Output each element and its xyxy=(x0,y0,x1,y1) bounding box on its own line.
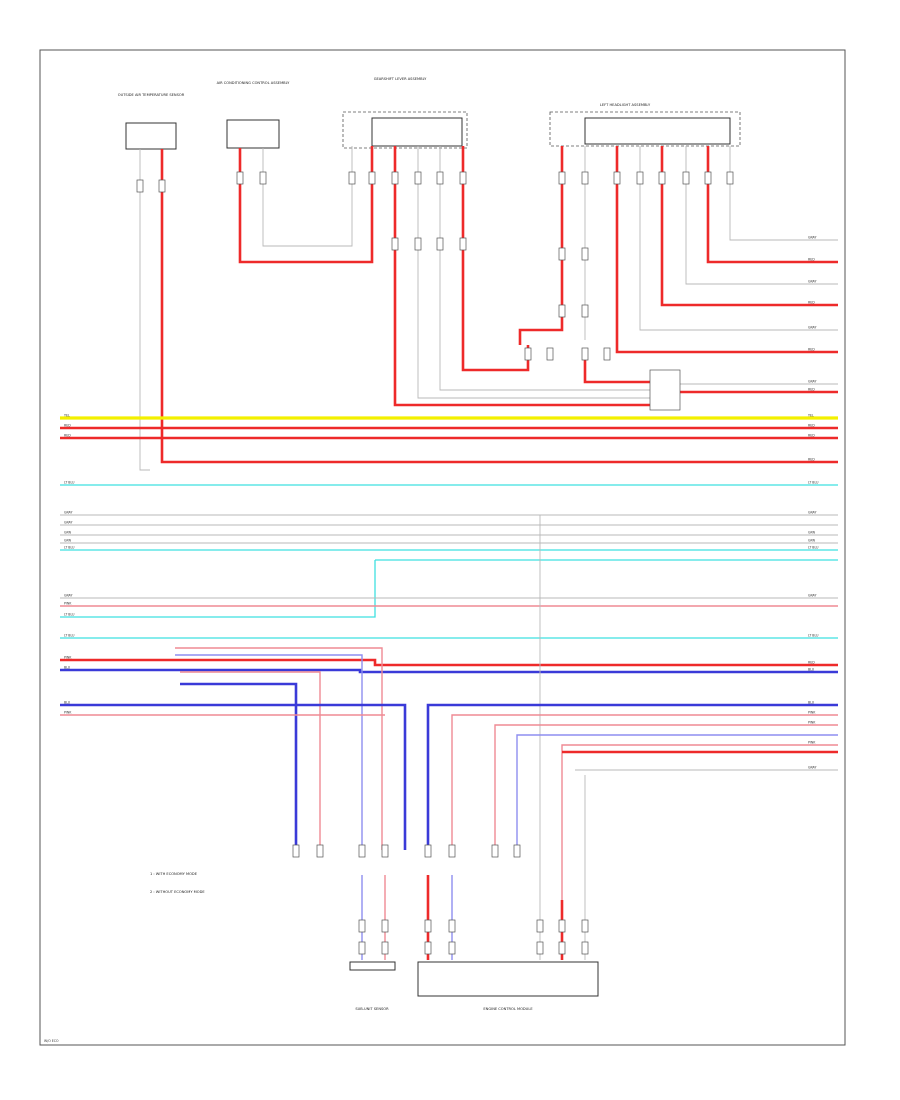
component-engine-ecm-label: ENGINE CONTROL MODULE xyxy=(483,1007,533,1011)
component-left-headlight-label: LEFT HEADLIGHT ASSEMBLY xyxy=(600,103,651,107)
component-left-sensor[interactable]: OUTSIDE AIR TEMPERATURE SENSOR xyxy=(118,93,185,150)
right-wire-tag: GRAY xyxy=(808,236,816,240)
diagram-border xyxy=(39,49,846,1046)
right-wire-tag: GRAY xyxy=(808,594,816,598)
left-wire-tag: GRAY xyxy=(64,594,72,598)
right-wire-tag: LT BLU xyxy=(808,634,819,638)
left-wire-tag: LT BLU xyxy=(64,634,75,638)
left-wire-tag: BLU xyxy=(64,666,71,670)
left-wire-tag: RED xyxy=(64,434,71,438)
connector-marks xyxy=(136,171,734,955)
legend-item-1: 1 : WITH ECONOMY MODE xyxy=(150,872,198,876)
left-wire-tag: PINK xyxy=(64,602,72,606)
right-wire-tags: GRAY RED GRAY RED GRAY RED GRAY RED YEL RED RED RED… xyxy=(808,236,819,770)
left-wire-tag: PINK xyxy=(64,656,72,660)
footer-label: W/O ECO xyxy=(44,1039,59,1043)
right-wire-tag: BLU xyxy=(808,668,815,672)
left-wire-tags: YEL RED RED LT BLU GRAY GRAY GRN GRN LT BLU GRAY P… xyxy=(64,414,75,715)
lower-wires xyxy=(60,647,838,960)
component-gearshift-selector[interactable]: GEARSHIFT LEVER ASSEMBLY xyxy=(342,77,468,149)
right-wire-tag: RED xyxy=(808,301,815,305)
right-wire-tag: GRAY xyxy=(808,326,816,330)
left-wire-tag: GRN xyxy=(64,531,72,535)
right-wire-tag: RED xyxy=(808,661,815,665)
component-sub-unit-label: SUB-UNIT SENSOR xyxy=(355,1007,389,1011)
top-wires xyxy=(139,146,838,471)
right-wire-tag: RED xyxy=(808,434,815,438)
component-left-sensor-label: OUTSIDE AIR TEMPERATURE SENSOR xyxy=(118,93,185,97)
component-gearshift-label: GEARSHIFT LEVER ASSEMBLY xyxy=(374,77,427,81)
left-wire-tag: YEL xyxy=(64,414,70,418)
right-wire-tag: GRAY xyxy=(808,766,816,770)
right-wire-tag: RED xyxy=(808,388,815,392)
right-wire-tag: BLU xyxy=(808,701,815,705)
left-wire-tag: BLU xyxy=(64,701,71,705)
component-air-conditioning[interactable]: AIR CONDITIONING CONTROL ASSEMBLY xyxy=(217,81,291,149)
right-wire-tag: RED xyxy=(808,458,815,462)
component-air-conditioning-label: AIR CONDITIONING CONTROL ASSEMBLY xyxy=(217,81,291,85)
bus-wires xyxy=(60,416,838,925)
left-wire-tag: LT BLU xyxy=(64,546,75,550)
right-wire-tag: YEL xyxy=(808,414,814,418)
left-wire-tag: GRN xyxy=(64,539,72,543)
right-wire-tag: PINK xyxy=(808,721,816,725)
legend-item-2: 2 : WITHOUT ECONOMY MODE xyxy=(150,890,205,894)
right-wire-tag: LT BLU xyxy=(808,481,819,485)
left-wire-tag: LT BLU xyxy=(64,613,75,617)
right-wire-tag: RED xyxy=(808,348,815,352)
right-wire-tag: GRAY xyxy=(808,280,816,284)
right-wire-tag: GRAY xyxy=(808,380,816,384)
left-wire-tag: GRAY xyxy=(64,521,72,525)
left-wire-tag: PINK xyxy=(64,711,72,715)
right-wire-tag: GRN xyxy=(808,539,816,543)
right-wire-tag: PINK xyxy=(808,741,816,745)
component-sub-unit[interactable]: SUB-UNIT SENSOR xyxy=(349,961,396,1011)
left-wire-tag: LT BLU xyxy=(64,481,75,485)
right-wire-tag: RED xyxy=(808,424,815,428)
right-wire-tag: PINK xyxy=(808,711,816,715)
right-wire-tag: LT BLU xyxy=(808,546,819,550)
component-left-headlight[interactable]: LEFT HEADLIGHT ASSEMBLY xyxy=(549,103,741,147)
right-wire-tag: GRN xyxy=(808,531,816,535)
component-engine-ecm[interactable]: ENGINE CONTROL MODULE xyxy=(417,961,599,1011)
right-wire-tag: RED xyxy=(808,258,815,262)
left-wire-tag: RED xyxy=(64,424,71,428)
right-wire-tag: GRAY xyxy=(808,511,816,515)
left-wire-tag: GRAY xyxy=(64,511,72,515)
